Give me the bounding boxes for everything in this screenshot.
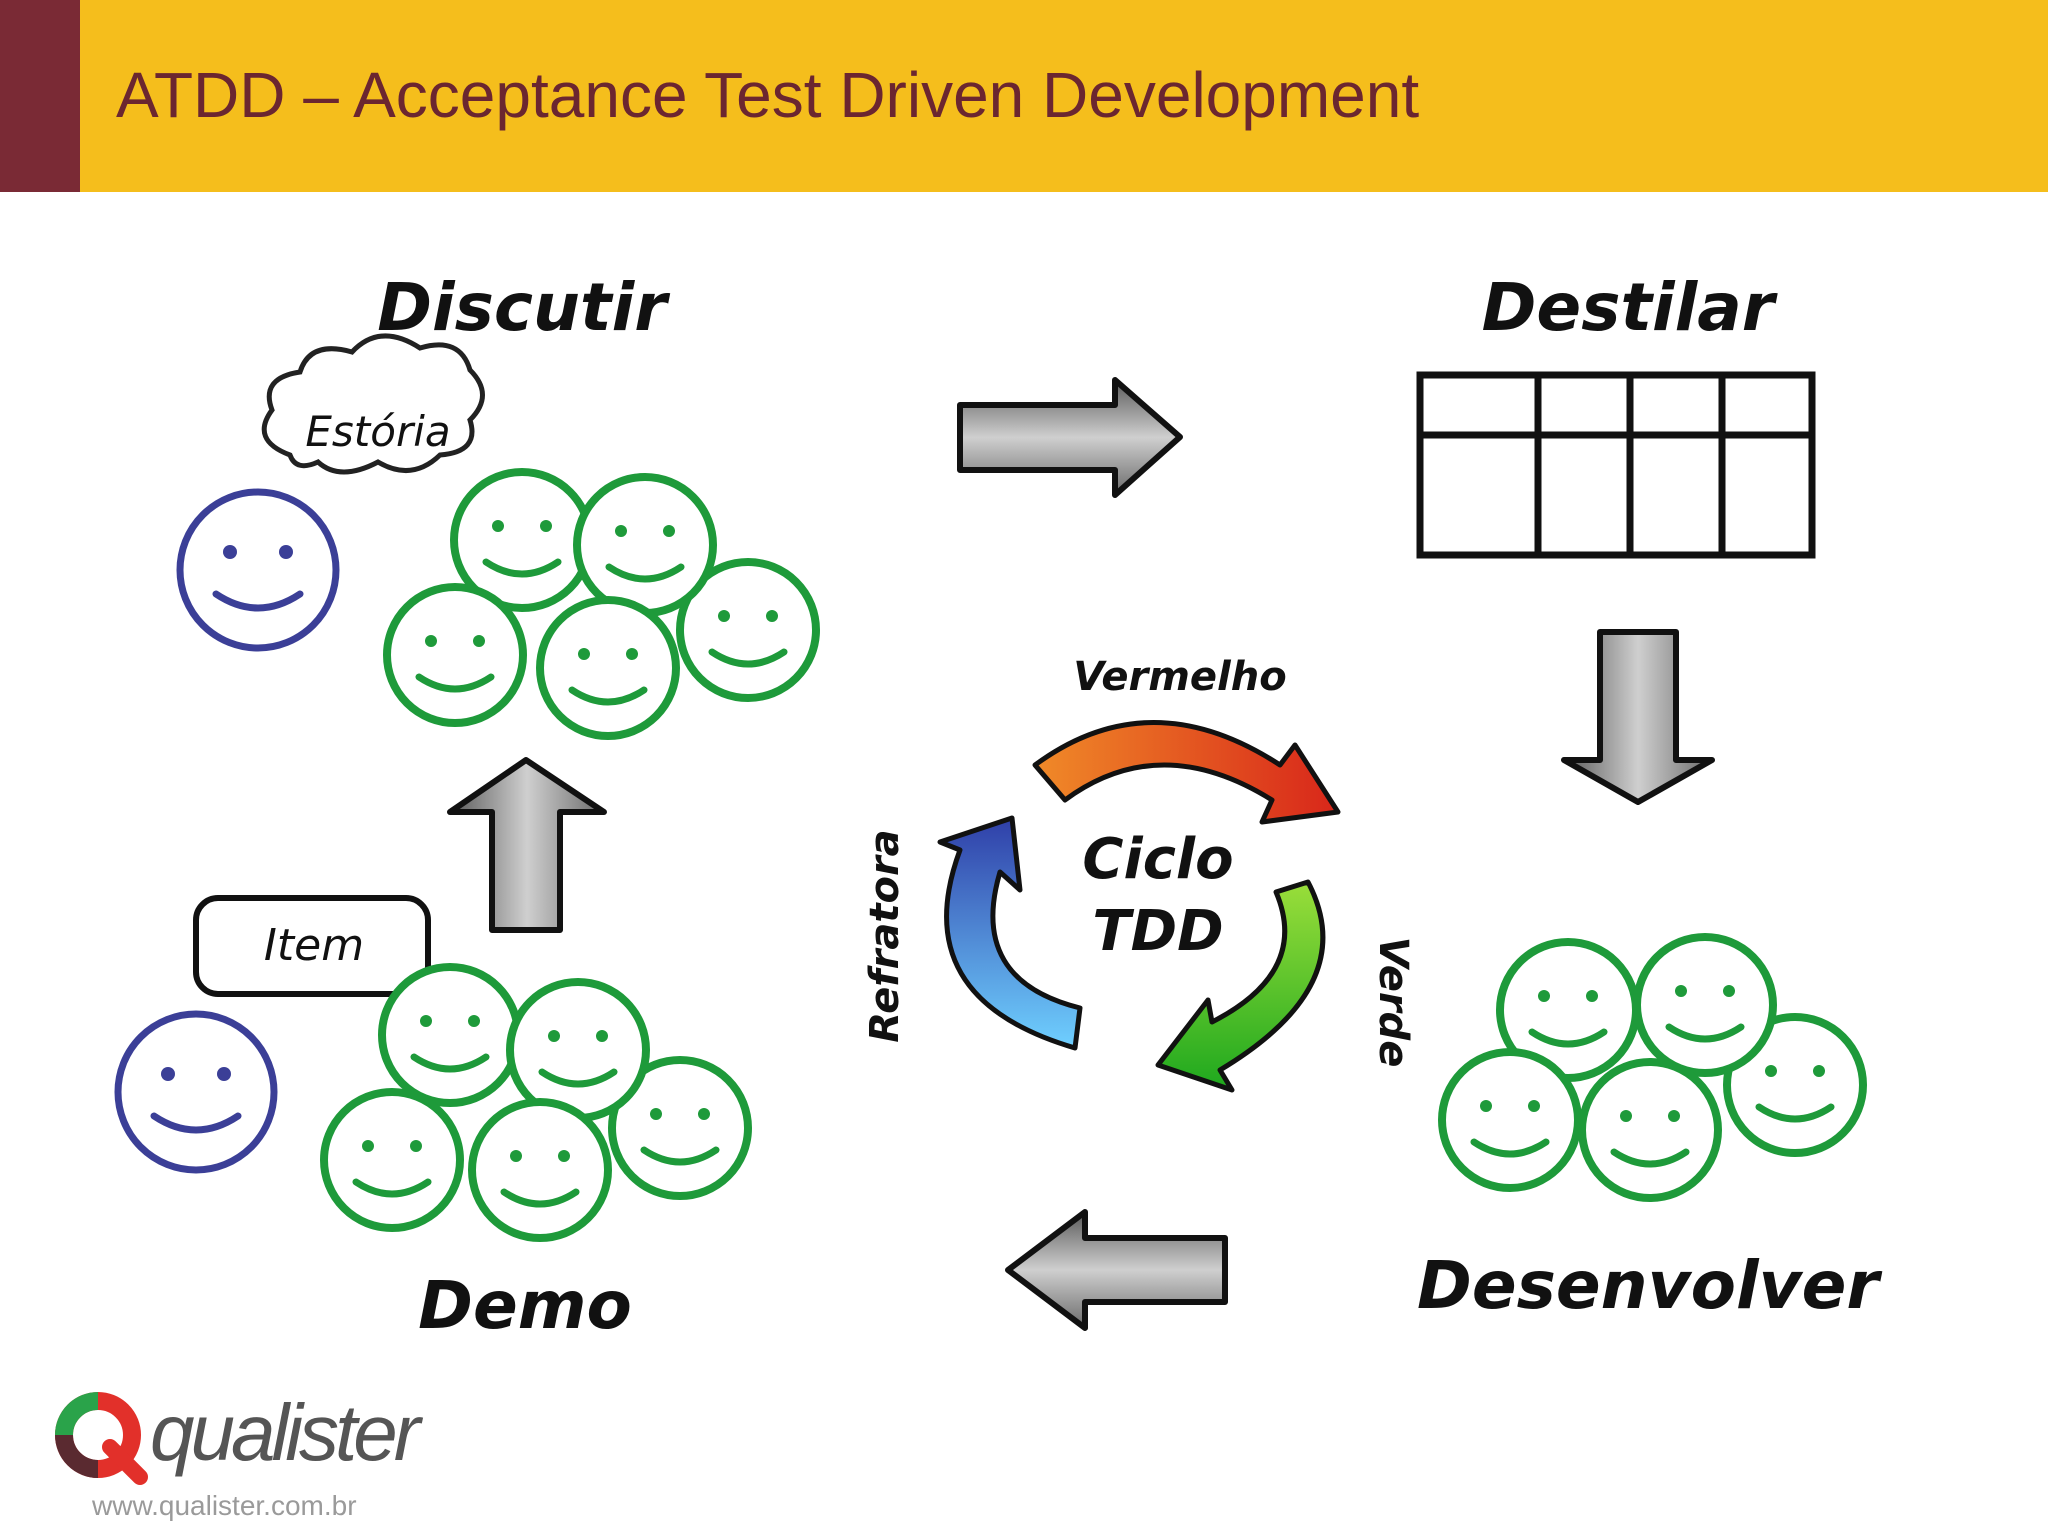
stage-label-destilar: Destilar	[1482, 269, 1778, 346]
customer-face-icon	[180, 492, 336, 648]
team-faces-demo	[324, 967, 748, 1238]
green-arrow-icon	[1155, 879, 1326, 1093]
tdd-red-label: Vermelho	[1073, 654, 1286, 700]
qualister-logo: qualister	[48, 1385, 428, 1495]
qualister-logo-mark-icon	[55, 1392, 148, 1485]
footer-url: www.qualister.com.br	[92, 1490, 357, 1521]
tdd-cycle-center-line1: Ciclo	[1082, 827, 1233, 892]
stage-label-desenvolver: Desenvolver	[1417, 1247, 1882, 1324]
atdd-diagram: Discutir Destilar Desenvolver Demo Estór…	[0, 269, 1882, 1344]
stage-label-demo: Demo	[418, 1267, 632, 1344]
item-bubble: Item	[193, 895, 431, 997]
header-accent-bar	[0, 0, 80, 192]
arrow-right-icon	[957, 377, 1183, 498]
red-arrow-icon	[1032, 720, 1341, 825]
story-bubble-text: Estória	[305, 407, 450, 456]
slide-header: ATDD – Acceptance Test Driven Developmen…	[0, 0, 2048, 192]
arrow-left-icon	[1005, 1209, 1228, 1331]
customer-face-demo-icon	[118, 1014, 274, 1170]
arrow-down-icon	[1561, 629, 1715, 805]
stage-label-discutir: Discutir	[377, 269, 670, 346]
tdd-refactor-label: Refratora	[862, 829, 908, 1042]
tdd-cycle-center-line2: TDD	[1092, 899, 1223, 964]
arrow-up-icon	[447, 757, 607, 933]
blue-arrow-icon	[937, 815, 1083, 1051]
acceptance-table-icon	[1416, 371, 1816, 559]
team-faces-develop	[1442, 937, 1863, 1198]
item-bubble-text: Item	[264, 920, 364, 971]
qualister-logo-word: qualister	[150, 1388, 420, 1477]
story-cloud-bubble: Estória	[261, 333, 485, 475]
team-faces-discuss	[387, 472, 816, 736]
slide-title: ATDD – Acceptance Test Driven Developmen…	[116, 59, 1420, 131]
tdd-green-label: Verde	[1370, 937, 1416, 1068]
tdd-cycle: Ciclo TDD Vermelho Verde Refratora	[862, 654, 1416, 1093]
